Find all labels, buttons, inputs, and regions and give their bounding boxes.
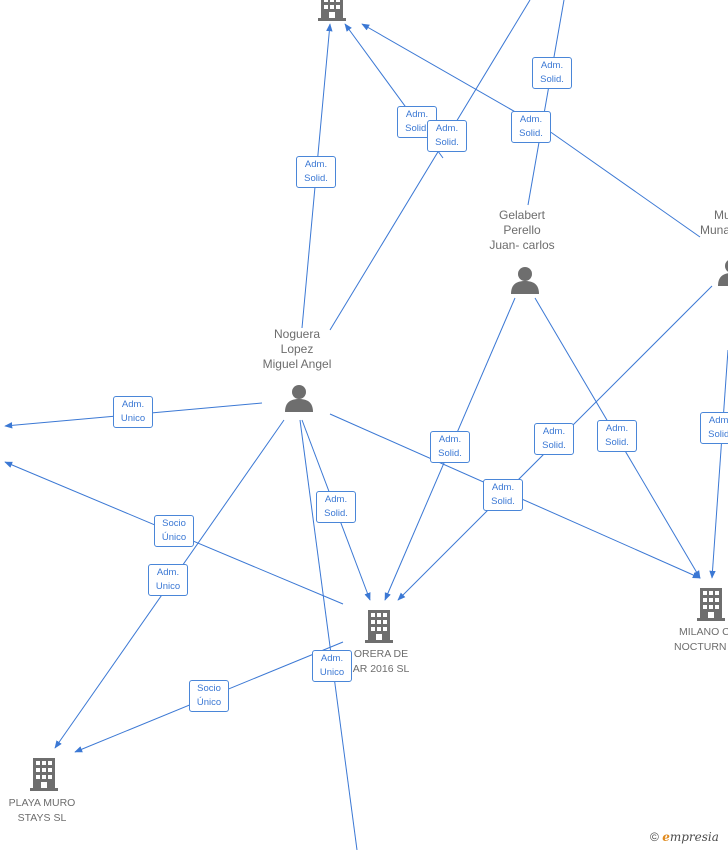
relation-tag[interactable]: Adm. Solid. xyxy=(296,156,336,188)
name-line: AR 2016 SL xyxy=(352,663,410,675)
relation-tag[interactable]: Adm. Solid. xyxy=(316,491,356,523)
name-line: MILANO C xyxy=(679,626,728,638)
building-icon xyxy=(365,610,393,643)
person-icon xyxy=(285,385,313,412)
building-icon xyxy=(30,758,58,791)
relation-tag[interactable]: Socio Único xyxy=(154,515,194,547)
name-line: Perello xyxy=(503,223,541,237)
relation-tag[interactable]: Adm. Solid. xyxy=(700,412,728,444)
edge-line xyxy=(527,0,565,206)
building-icon xyxy=(697,588,725,621)
company-name-playa[interactable]: PLAYA MURO STAYS SL xyxy=(0,796,84,826)
person-name-gelabert[interactable]: Gelabert Perello Juan- carlos xyxy=(477,208,567,253)
name-line: STAYS SL xyxy=(17,812,67,824)
name-line: Muna xyxy=(700,223,728,237)
brand-logo: empresia xyxy=(662,830,719,844)
edge-line xyxy=(329,0,531,331)
person-icon xyxy=(718,259,728,286)
relation-tag[interactable]: Adm. Unico xyxy=(148,564,188,596)
person-icon xyxy=(511,267,539,294)
name-line: Noguera xyxy=(273,327,321,341)
name-line: Gelabert xyxy=(498,208,546,222)
name-line: Lopez xyxy=(280,342,314,356)
relation-tag[interactable]: Adm. Solid. xyxy=(427,120,467,152)
edge-line xyxy=(709,349,728,579)
person-name-muna[interactable]: Mu Muna xyxy=(700,208,728,238)
name-line: NOCTURN xyxy=(674,641,727,653)
relation-tag[interactable]: Adm. Unico xyxy=(312,650,352,682)
relation-tag[interactable]: Adm. Solid. xyxy=(483,479,523,511)
person-name-noguera[interactable]: Noguera Lopez Miguel Angel xyxy=(252,327,342,372)
edge-line xyxy=(299,419,358,850)
name-line: Mu xyxy=(714,208,728,222)
building-icon xyxy=(318,0,346,21)
copyright-icon: © xyxy=(650,830,659,844)
company-name-lorera[interactable]: ORERA DE AR 2016 SL xyxy=(346,647,416,677)
company-name-milano[interactable]: MILANO C NOCTURN xyxy=(674,625,728,655)
name-line: Miguel Angel xyxy=(262,357,332,371)
relation-tag[interactable]: Adm. Solid. xyxy=(597,420,637,452)
edge-line xyxy=(361,23,701,238)
name-line: Juan- carlos xyxy=(489,238,555,252)
name-line: PLAYA MURO xyxy=(8,797,76,809)
relation-tag[interactable]: Socio Único xyxy=(189,680,229,712)
relation-tag[interactable]: Adm. Solid. xyxy=(532,57,572,89)
empresia-watermark: © empresia xyxy=(650,830,719,844)
name-line: ORERA DE xyxy=(353,648,409,660)
relation-tag[interactable]: Adm. Solid. xyxy=(511,111,551,143)
relation-tag[interactable]: Adm. Solid. xyxy=(430,431,470,463)
relation-tag[interactable]: Adm. Unico xyxy=(113,396,153,428)
relation-tag[interactable]: Adm. Solid. xyxy=(534,423,574,455)
